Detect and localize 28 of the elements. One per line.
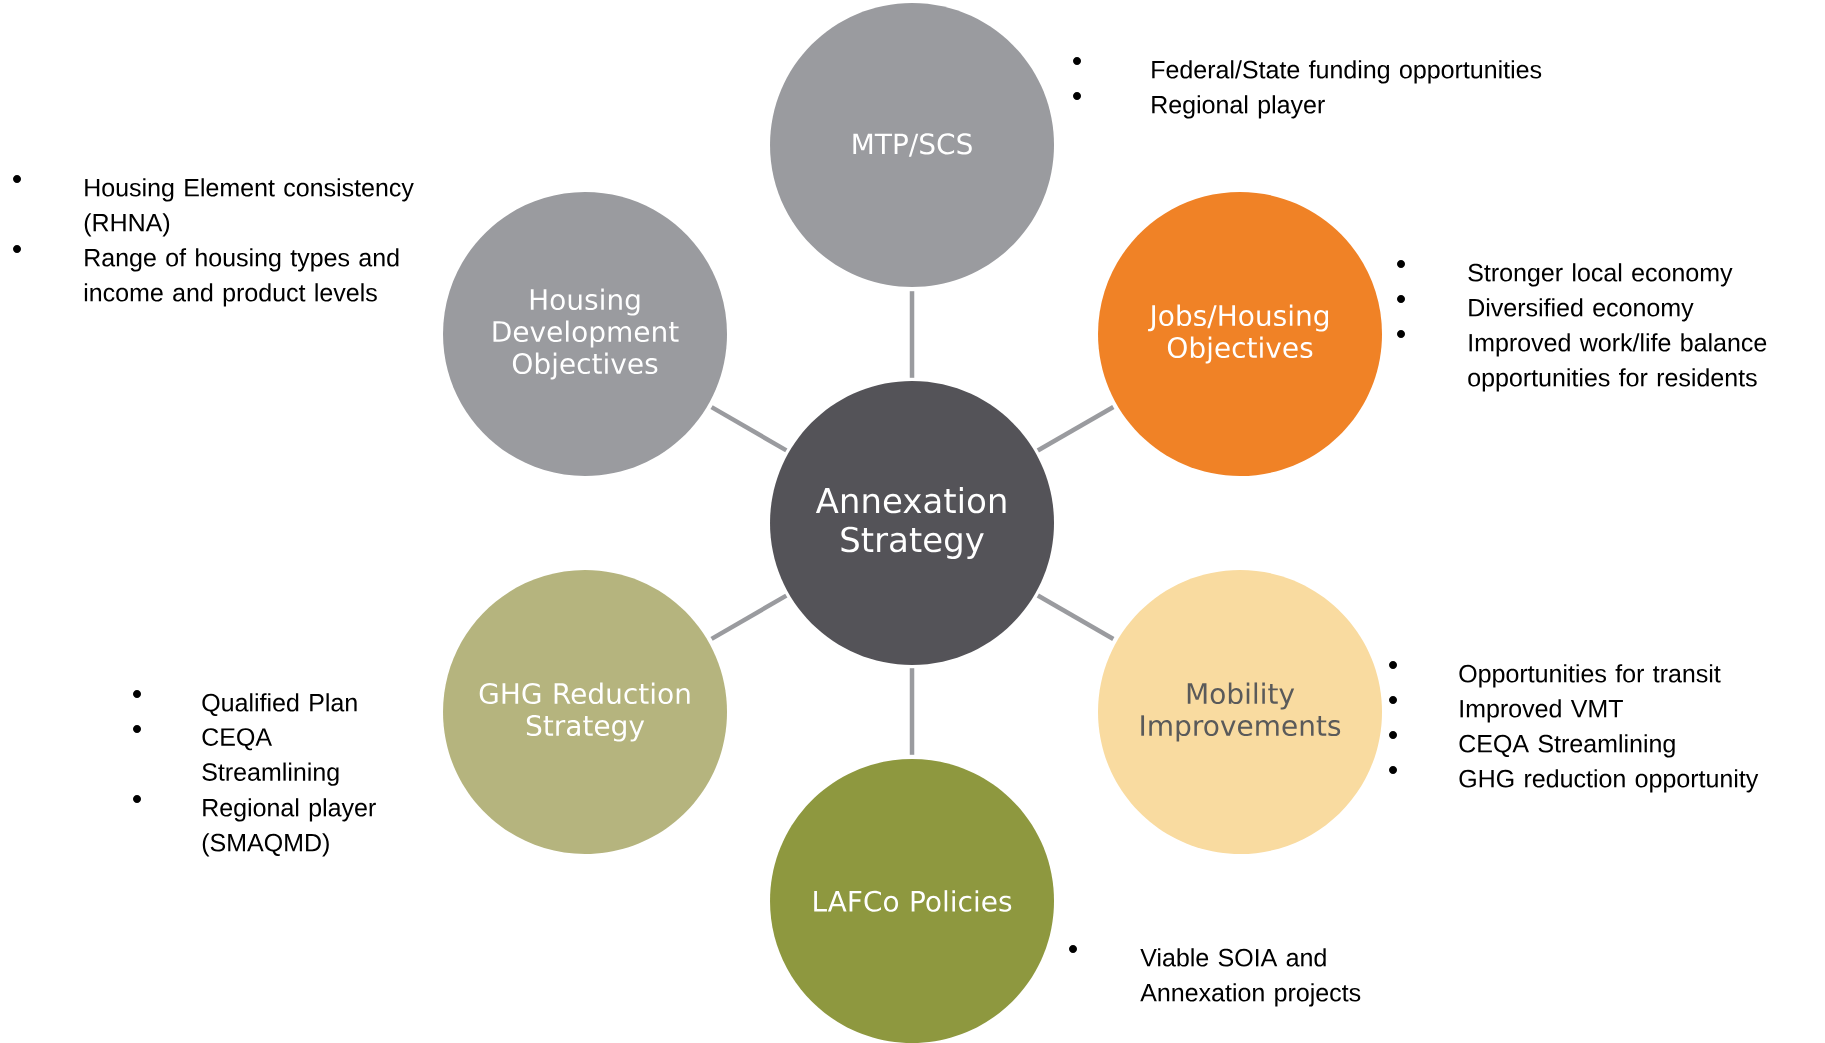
bullet-text: Housing Element consistency (RHNA) bbox=[84, 178, 414, 237]
bullet-text: CEQA Streamlining bbox=[202, 728, 339, 786]
bullet-text: Diversified economy bbox=[1469, 298, 1694, 322]
bullet-text: Improved VMT bbox=[1460, 699, 1623, 723]
bullet-text: Stronger local economy bbox=[1468, 263, 1733, 287]
bullet-text: Range of housing types and income and product levels bbox=[84, 248, 399, 307]
bullet-text: Federal/State funding opportunities bbox=[1152, 60, 1542, 84]
connector-line bbox=[1036, 405, 1115, 453]
circle-node: GHG Reduction Strategy bbox=[443, 570, 727, 854]
connector-line bbox=[909, 668, 915, 755]
circle-node: MTP/SCS bbox=[770, 3, 1054, 287]
circle-node: Annexation Strategy bbox=[770, 381, 1054, 665]
connector-line bbox=[909, 291, 915, 378]
bullet-text: CEQA Streamlining bbox=[1459, 734, 1675, 758]
circle-node: LAFCo Policies bbox=[770, 759, 1054, 1043]
bullet-text: Improved work/life balance opportunities for residents bbox=[1468, 333, 1767, 392]
circle-node: Jobs/Housing Objectives bbox=[1098, 192, 1382, 476]
bullet-text: Opportunities for transit bbox=[1459, 664, 1721, 688]
connector-line bbox=[1036, 593, 1115, 641]
bullet-text: Regional player (SMAQMD) bbox=[202, 798, 376, 857]
bullet-text: Viable SOIA and Annexation projects bbox=[1140, 948, 1361, 1007]
circle-node: Housing Development Objectives bbox=[443, 192, 727, 476]
connector-line bbox=[710, 405, 788, 453]
connector-line bbox=[710, 593, 788, 641]
bullet-text: Regional player bbox=[1152, 95, 1325, 119]
bullet-text: Qualified Plan bbox=[202, 693, 357, 717]
circle-node: Mobility Improvements bbox=[1098, 570, 1382, 854]
bullet-text: GHG reduction opportunity bbox=[1459, 769, 1759, 793]
